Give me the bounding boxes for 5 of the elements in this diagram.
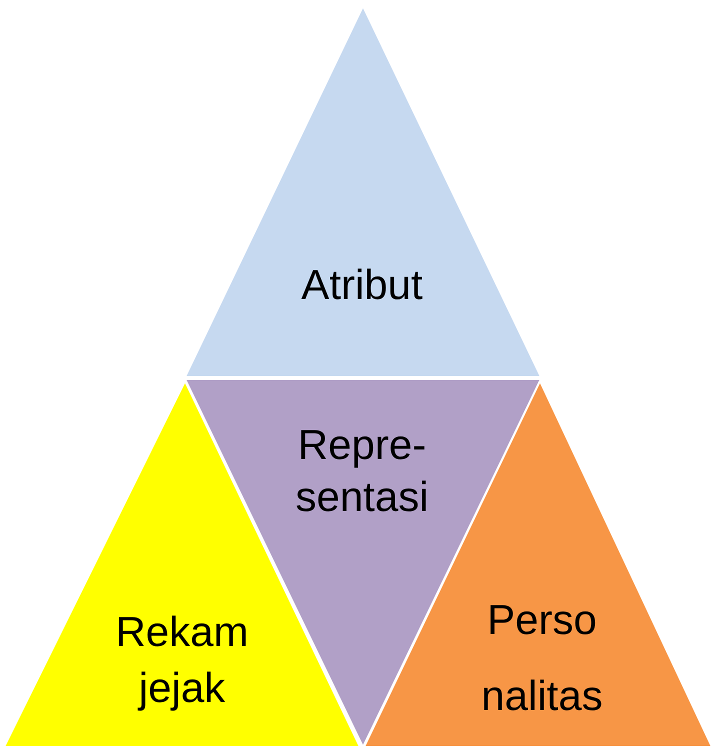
triangle-label: Repre- sentasi [295,420,429,522]
triangle-label: Atribut [301,260,423,310]
triangle-label: Perso nalitas [481,595,603,721]
triangle-label: Rekam jejak [115,607,249,713]
triangle-shape [185,6,541,377]
